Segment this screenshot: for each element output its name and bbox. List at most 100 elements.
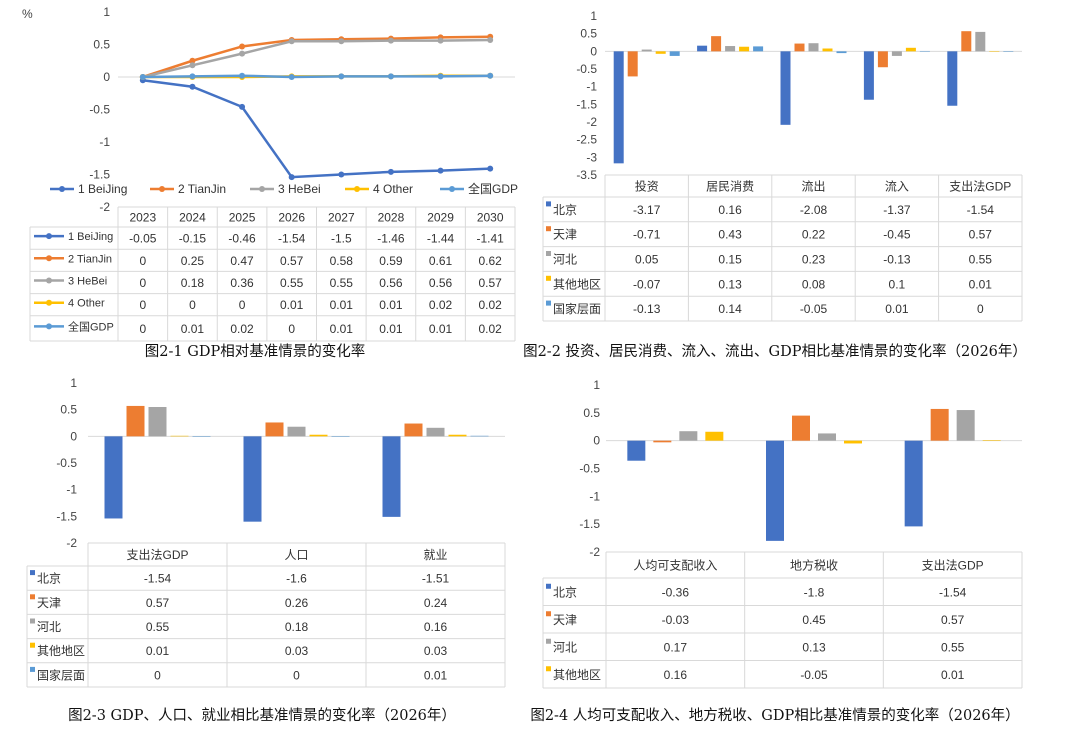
bar [613,51,624,164]
bar [904,440,923,527]
legend-key [546,666,551,672]
bar [470,435,489,437]
data-label: 0.24 [424,596,448,610]
legend-key [30,594,35,600]
legend-key [30,618,35,624]
series-label: 4 Other [68,298,105,310]
bar [794,43,805,52]
data-label: -1.37 [883,203,911,217]
data-label: 0.55 [941,640,965,654]
series-label: 其他地区 [553,668,601,682]
data-label: 0.57 [479,276,503,290]
series-label: 天津 [37,596,61,610]
y-tick-label: -1.5 [579,517,600,531]
bar [975,31,986,52]
bar [382,436,401,517]
data-label: -1.46 [377,232,405,246]
bar [655,51,666,54]
legend-key [546,226,551,232]
data-point [189,57,196,64]
category-label: 2028 [378,211,405,225]
bar [448,434,467,437]
data-label: 0.01 [330,298,354,312]
data-point [338,171,345,178]
y-tick-label: -2 [99,200,110,214]
y-tick-label: 0.5 [583,406,600,420]
data-point [437,167,444,174]
legend-marker [259,186,265,192]
category-label: 2030 [477,211,504,225]
legend-key [546,201,551,207]
bar [891,51,902,56]
legend-label: 4 Other [373,182,413,196]
legend-marker [46,255,52,262]
data-label: -1.54 [967,203,995,217]
data-label: 0.02 [479,298,503,312]
y-tick-label: -0.5 [579,462,600,476]
data-label: -0.13 [883,253,911,267]
series-label: 1 BeiJing [68,231,113,243]
bar [104,436,123,519]
data-label: 0.55 [280,276,304,290]
data-label: 0.01 [330,322,354,336]
data-label: 0.03 [285,644,309,658]
data-point [239,43,246,50]
y-tick-label: 0 [593,434,600,448]
y-tick-label: -2 [66,536,77,550]
series-label: 河北 [553,640,577,654]
data-label: -0.45 [883,228,911,242]
series-label: 3 HeBei [68,276,107,288]
legend-label: 全国GDP [468,181,518,196]
data-label: 0.57 [969,228,993,242]
data-point [239,103,246,110]
bar [705,431,724,441]
data-label: 0.02 [429,298,453,312]
data-label: -0.36 [662,585,690,599]
data-label: 0.58 [330,254,354,268]
data-label: 0.57 [941,613,965,627]
data-label: 0.01 [424,668,448,682]
legend-marker [46,233,52,240]
category-label: 地方税收 [790,558,838,573]
legend-key [546,638,551,644]
bar [780,51,791,125]
data-label: 0.47 [230,254,254,268]
bar [863,51,874,100]
data-label: -0.46 [228,232,256,246]
data-label: 0.01 [146,644,170,658]
data-label: 0.15 [718,253,742,267]
series-label: 天津 [553,613,577,627]
data-point [288,74,295,80]
bar [627,440,646,461]
data-label: -0.03 [662,613,690,627]
data-label: 0.13 [802,640,826,654]
data-point [239,72,246,79]
bar [989,50,1000,52]
bar [982,440,1001,441]
series-label: 天津 [553,228,577,242]
data-label: -1.54 [278,232,306,246]
chart-4: 10.50-0.5-1-1.5-2人均可支配收入地方税收支出法GDP北京-0.3… [542,378,1023,689]
category-label: 支出法GDP [126,548,188,562]
series-line [142,74,491,79]
data-label: 0.13 [718,277,742,291]
data-label: -2.08 [800,203,828,217]
y-tick-label: 0.5 [580,27,597,41]
data-label: 0.01 [379,322,403,336]
data-label: 0 [977,302,984,316]
y-tick-label: 1 [70,376,77,390]
category-label: 人均可支配收入 [633,559,717,573]
data-label: 0.01 [941,668,965,682]
legend-marker [46,299,52,306]
bar [947,51,958,106]
data-point [487,165,494,172]
category-label: 2026 [278,211,305,225]
y-tick-label: -2 [589,545,600,559]
category-label: 2029 [427,211,454,225]
data-label: -1.5 [331,232,352,246]
y-axis-label: % [22,7,33,21]
bar [309,434,328,437]
data-label: 0.55 [330,276,354,290]
data-label: 0.36 [230,276,254,290]
